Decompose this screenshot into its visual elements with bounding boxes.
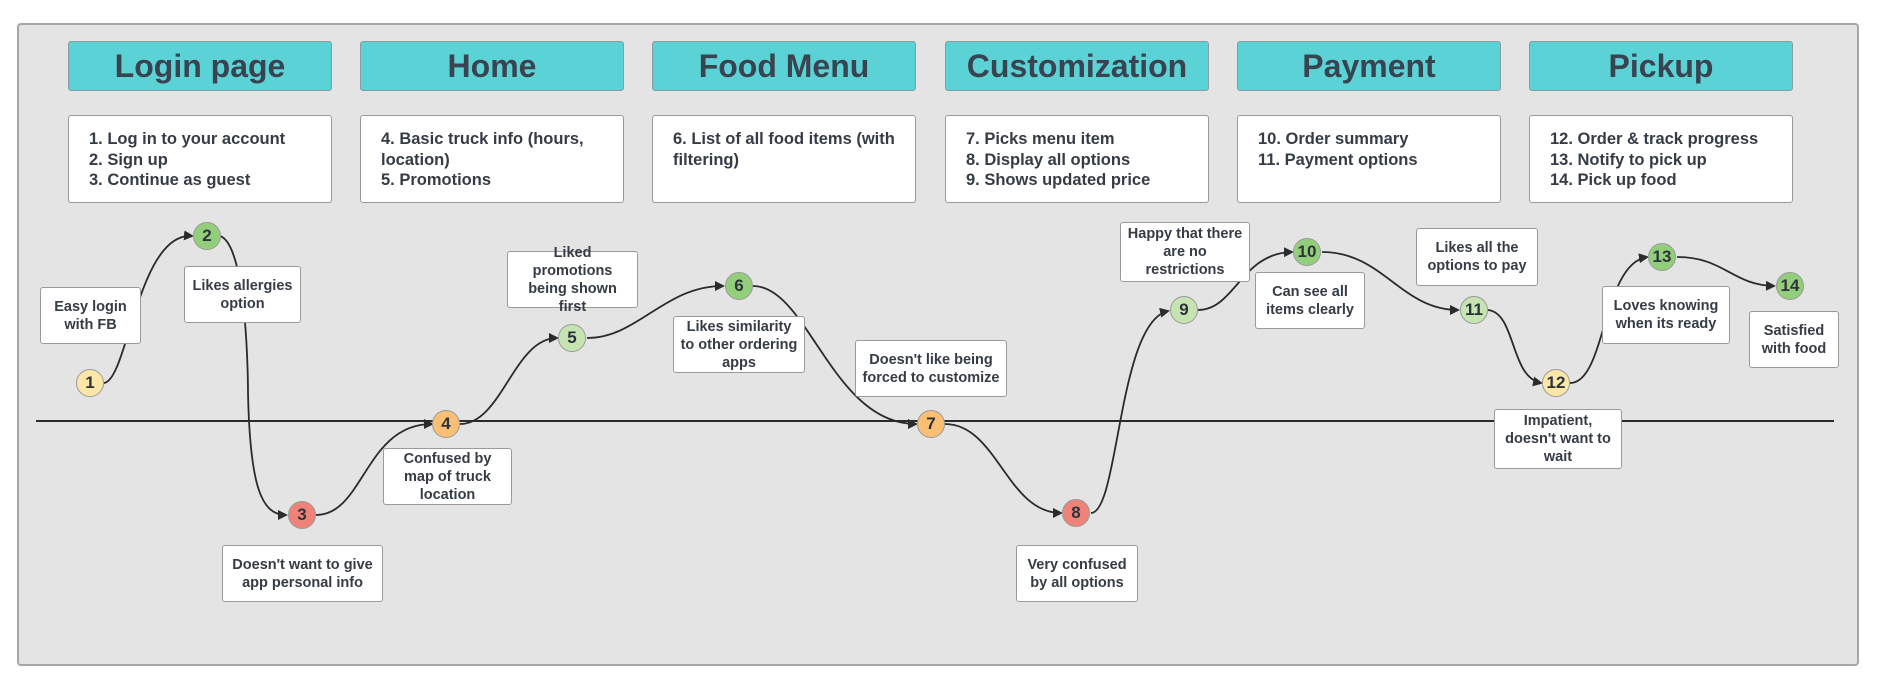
step-item: 11. Payment options (1258, 150, 1418, 169)
touchpoint-5-node: 5 (558, 324, 586, 352)
step-item: 9. Shows updated price (966, 171, 1151, 189)
touchpoint-13-node: 13 (1648, 243, 1676, 271)
step-item: 4. Basic truck info (hours, location) (381, 130, 584, 169)
touchpoint-8-node: 8 (1062, 499, 1090, 527)
touchpoint-6-note: Likes similarity to other ordering apps (673, 316, 805, 373)
touchpoint-8-note: Very confused by all options (1016, 545, 1138, 602)
journey-segment-4-5 (459, 333, 559, 425)
journey-segment-6-7 (752, 285, 918, 429)
steps-box-payment: 10. Order summary 11. Payment options (1237, 115, 1501, 203)
touchpoint-10-note: Can see all items clearly (1255, 272, 1365, 329)
touchpoint-14-node: 14 (1776, 272, 1804, 300)
journey-segment-5-6 (586, 281, 725, 339)
steps-box-home: 4. Basic truck info (hours, location) 5.… (360, 115, 624, 203)
touchpoint-7-node: 7 (917, 410, 945, 438)
journey-segment-10-11 (1321, 251, 1460, 315)
touchpoint-12-note: Impatient, doesn't want to wait (1494, 409, 1622, 469)
step-item: 3. Continue as guest (89, 171, 251, 189)
touchpoint-4-node: 4 (432, 410, 460, 438)
touchpoint-2-node: 2 (193, 222, 221, 250)
steps-box-customization: 7. Picks menu item 8. Display all option… (945, 115, 1209, 203)
touchpoint-1-note: Easy login with FB (40, 287, 141, 344)
step-item: 13. Notify to pick up (1550, 150, 1707, 169)
phase-header-customization: Customization (945, 41, 1209, 91)
step-item: 5. Promotions (381, 171, 492, 189)
journey-segment-13-14 (1676, 256, 1776, 291)
journey-segment-3-4 (315, 419, 434, 516)
touchpoint-10-node: 10 (1293, 238, 1321, 266)
steps-box-pickup: 12. Order & track progress 13. Notify to… (1529, 115, 1793, 203)
touchpoint-12-node: 12 (1542, 369, 1570, 397)
touchpoint-14-note: Satisfied with food (1749, 311, 1839, 368)
touchpoint-6-node: 6 (725, 272, 753, 300)
step-item: 6. List of all food items (with filterin… (673, 130, 895, 169)
touchpoint-11-node: 11 (1460, 296, 1488, 324)
step-item: 10. Order summary (1258, 130, 1409, 148)
step-item: 1. Log in to your account (89, 130, 286, 148)
phase-header-payment: Payment (1237, 41, 1501, 91)
touchpoint-3-note: Doesn't want to give app personal info (222, 545, 383, 602)
phase-header-food-menu: Food Menu (652, 41, 916, 91)
journey-segment-8-9 (1090, 307, 1170, 514)
steps-box-login: 1. Log in to your account 2. Sign up 3. … (68, 115, 332, 203)
step-item: 2. Sign up (89, 150, 168, 169)
touchpoint-1-node: 1 (76, 369, 104, 397)
phase-header-home: Home (360, 41, 624, 91)
step-item: 7. Picks menu item (966, 130, 1115, 148)
step-item: 8. Display all options (966, 150, 1131, 169)
journey-segment-7-8 (944, 423, 1063, 518)
touchpoint-13-note: Loves knowing when its ready (1602, 286, 1730, 344)
touchpoint-5-note: Liked promotions being shown first (507, 245, 638, 315)
touchpoint-2-note: Likes allergies option (184, 266, 301, 323)
step-item: 12. Order & track progress (1550, 130, 1759, 148)
touchpoint-3-node: 3 (288, 501, 316, 529)
touchpoint-11-note: Likes all the options to pay (1416, 228, 1538, 286)
journey-segment-11-12 (1487, 309, 1543, 387)
touchpoint-9-node: 9 (1170, 296, 1198, 324)
touchpoint-9-note: Happy that there are no restrictions (1120, 222, 1250, 282)
step-item: 14. Pick up food (1550, 171, 1677, 189)
touchpoint-4-note: Confused by map of truck location (383, 448, 512, 505)
touchpoint-7-note: Doesn't like being forced to customize (855, 340, 1007, 397)
phase-header-login: Login page (68, 41, 332, 91)
phase-header-pickup: Pickup (1529, 41, 1793, 91)
steps-box-food-menu: 6. List of all food items (with filterin… (652, 115, 916, 203)
